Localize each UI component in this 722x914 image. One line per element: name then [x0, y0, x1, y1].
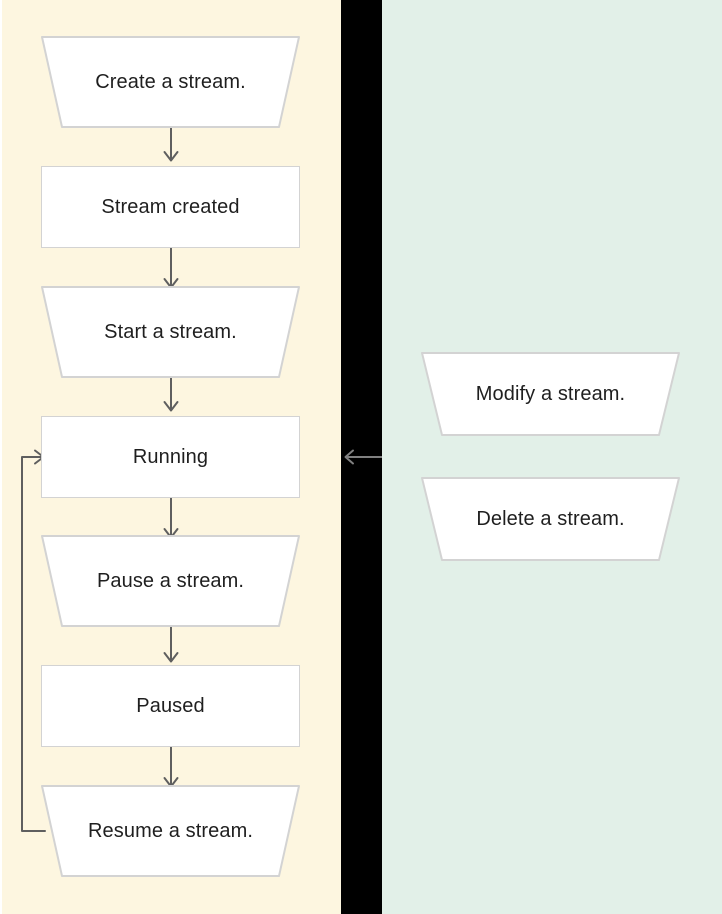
node-label: Create a stream. [95, 71, 246, 93]
node-modify-a-stream[interactable]: Modify a stream. [421, 352, 680, 436]
node-label: Running [132, 446, 209, 468]
operations-panel [382, 0, 722, 914]
trapezoid-shape [421, 477, 680, 561]
trapezoid-shape [41, 785, 300, 877]
node-running[interactable]: Running [41, 416, 300, 498]
trapezoid-shape [41, 36, 300, 128]
trapezoid-shape [421, 352, 680, 436]
node-label: Resume a stream. [88, 820, 253, 842]
node-label: Modify a stream. [475, 383, 626, 405]
node-create-a-stream[interactable]: Create a stream. [41, 36, 300, 128]
edge-operations-to-running [340, 448, 388, 468]
node-label: Start a stream. [104, 321, 237, 343]
node-label: Delete a stream. [476, 508, 625, 530]
node-label: Paused [136, 695, 205, 717]
trapezoid-shape [41, 286, 300, 378]
node-start-a-stream[interactable]: Start a stream. [41, 286, 300, 378]
node-stream-created[interactable]: Stream created [41, 166, 300, 248]
node-delete-a-stream[interactable]: Delete a stream. [421, 477, 680, 561]
node-resume-a-stream[interactable]: Resume a stream. [41, 785, 300, 877]
node-label: Stream created [101, 196, 240, 218]
trapezoid-shape [41, 535, 300, 627]
node-paused[interactable]: Paused [41, 665, 300, 747]
node-pause-a-stream[interactable]: Pause a stream. [41, 535, 300, 627]
node-label: Pause a stream. [96, 570, 245, 592]
